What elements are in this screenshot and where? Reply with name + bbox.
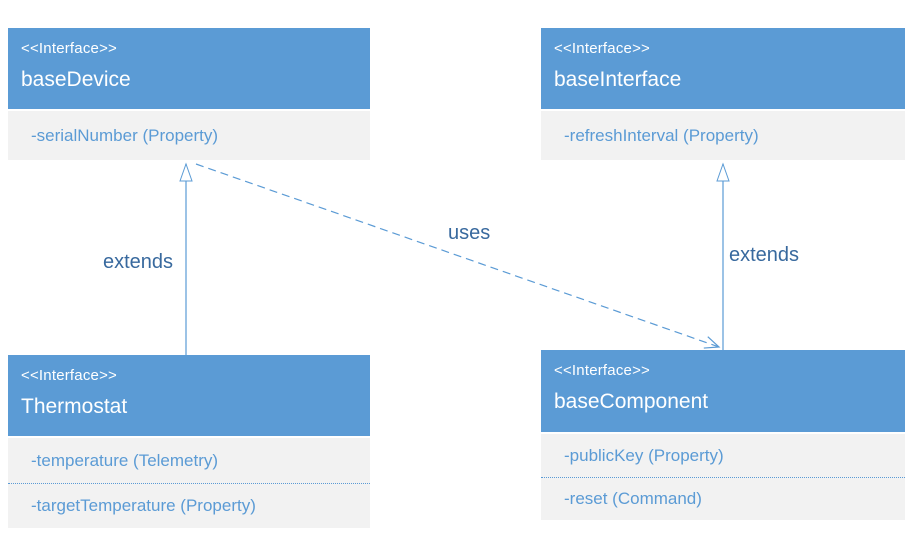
edge-label-extends-right: extends: [729, 244, 800, 266]
member-publickey: -publicKey (Property): [564, 445, 724, 465]
node-header: <<Interface>> baseDevice: [8, 28, 370, 111]
node-stereotype: <<Interface>>: [21, 367, 118, 384]
node-stereotype: <<Interface>>: [554, 40, 651, 57]
node-member-list: -publicKey (Property) -reset (Command): [541, 434, 905, 520]
node-title: Thermostat: [21, 395, 128, 418]
node-header: <<Interface>> Thermostat: [8, 355, 370, 438]
node-thermostat[interactable]: <<Interface>> Thermostat -temperature (T…: [8, 355, 370, 528]
node-title: baseInterface: [554, 68, 682, 91]
node-basedevice[interactable]: <<Interface>> baseDevice -serialNumber (…: [8, 28, 370, 160]
node-member-list: -refreshInterval (Property): [541, 111, 905, 160]
node-stereotype: <<Interface>>: [21, 40, 118, 57]
edge-label-uses: uses: [448, 222, 491, 244]
member-reset: -reset (Command): [541, 477, 905, 520]
node-member-list: -temperature (Telemetry) -targetTemperat…: [8, 438, 370, 528]
node-header: <<Interface>> baseComponent: [541, 350, 905, 434]
edge-label-extends-left: extends: [103, 251, 174, 273]
node-title: baseComponent: [554, 390, 709, 413]
member-temperature: -temperature (Telemetry): [31, 450, 219, 470]
node-basecomponent[interactable]: <<Interface>> baseComponent -publicKey (…: [541, 350, 905, 520]
member-serialnumber: -serialNumber (Property): [31, 125, 219, 145]
member-refreshinterval: -refreshInterval (Property): [564, 125, 759, 145]
member-targettemperature: -targetTemperature (Property): [8, 483, 370, 528]
node-stereotype: <<Interface>>: [554, 362, 651, 379]
node-member-list: -serialNumber (Property): [8, 111, 370, 160]
node-title: baseDevice: [21, 68, 131, 91]
node-baseinterface[interactable]: <<Interface>> baseInterface -refreshInte…: [541, 28, 905, 160]
edge-uses-basedevice-basecomponent: [195, 163, 721, 349]
node-header: <<Interface>> baseInterface: [541, 28, 905, 111]
